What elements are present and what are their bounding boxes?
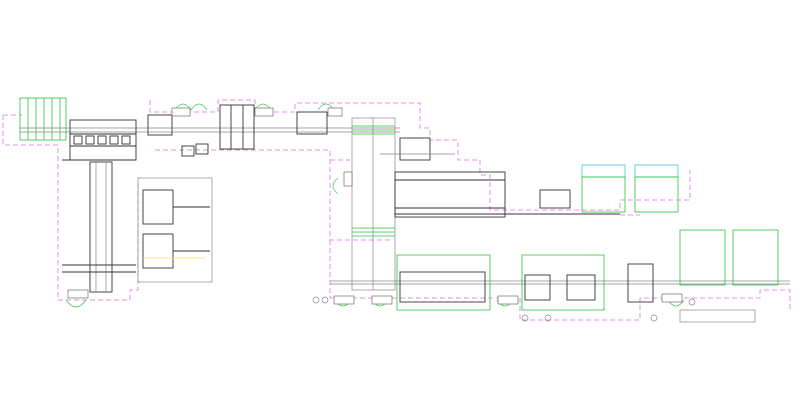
main-conveyor-top xyxy=(20,127,400,133)
lower-line xyxy=(330,229,790,323)
stations-top xyxy=(147,104,328,157)
labels xyxy=(67,107,683,305)
vertical-conveyor xyxy=(62,159,136,293)
cutting-station xyxy=(69,119,137,161)
buffer-storage xyxy=(137,177,213,283)
transfer-panel xyxy=(351,117,396,291)
callout-markers xyxy=(312,296,696,322)
main-machine xyxy=(380,137,620,218)
finished-racks-upper xyxy=(581,164,679,213)
walls-outline xyxy=(2,99,791,321)
doors xyxy=(65,103,685,308)
loading-rack xyxy=(19,97,67,141)
